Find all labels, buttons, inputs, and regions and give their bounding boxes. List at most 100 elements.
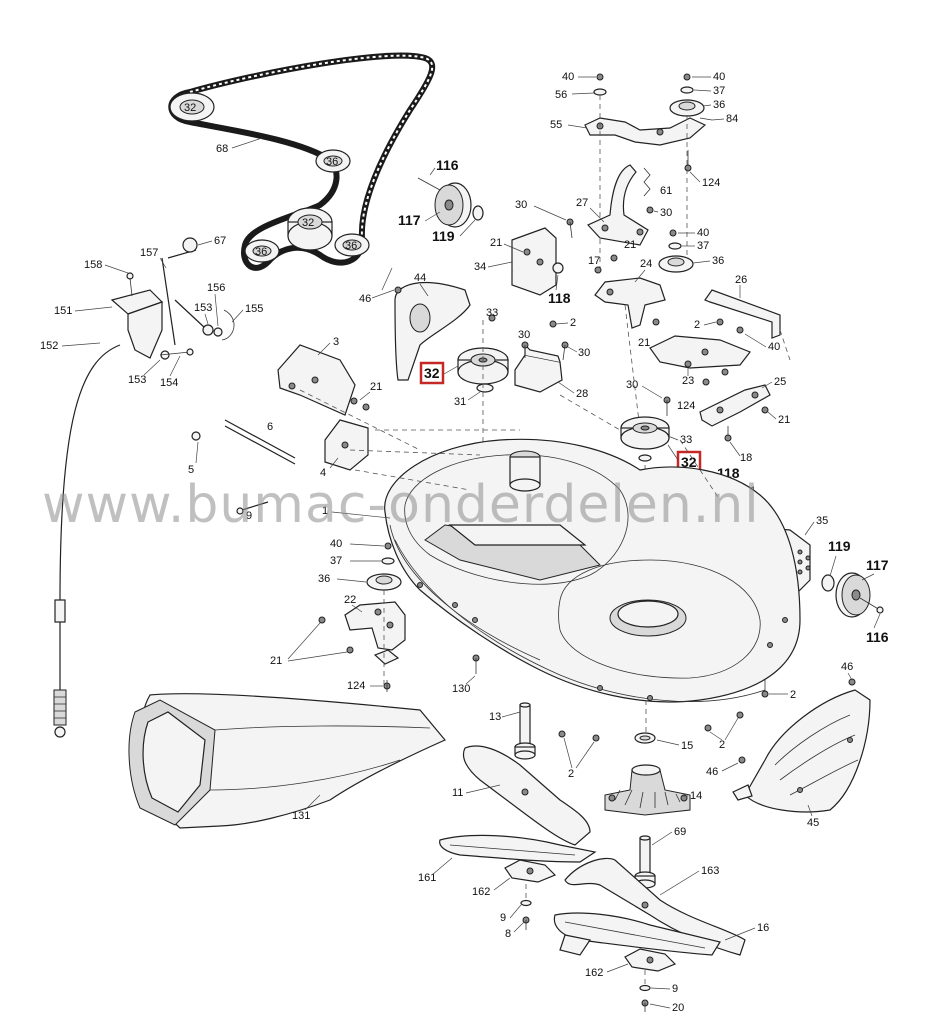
callout-26: 26 xyxy=(735,274,747,286)
belt-pulley-36-bottom xyxy=(334,233,370,257)
callout-11: 11 xyxy=(452,787,463,799)
callout-13: 13 xyxy=(489,711,501,723)
callout-25: 25 xyxy=(774,376,786,388)
callout-36: 36 xyxy=(713,99,725,111)
callout-36: 36 xyxy=(255,246,267,258)
callout-27: 27 xyxy=(576,197,588,209)
callout-30: 30 xyxy=(515,199,527,211)
callout-6: 6 xyxy=(267,421,273,433)
callout-14: 14 xyxy=(690,790,702,802)
callout-45: 45 xyxy=(807,817,819,829)
callout-32: 32 xyxy=(184,102,196,114)
callout-163: 163 xyxy=(701,865,719,877)
callout-124: 124 xyxy=(347,680,365,692)
gauge-wheel-left: 116 117 119 xyxy=(398,157,484,244)
callout-36: 36 xyxy=(712,255,724,267)
blade-163: 163 xyxy=(564,857,746,956)
callout-40: 40 xyxy=(562,71,574,83)
callout-46: 46 xyxy=(706,766,718,778)
spindle-13: 13 xyxy=(489,702,536,760)
callout-35: 35 xyxy=(816,515,828,527)
blade-adapter-162-left: 162 9 8 xyxy=(472,859,557,940)
belt-guard-44: 46 44 xyxy=(359,267,471,381)
callout-124: 124 xyxy=(702,177,720,189)
belt-pulley-32-center xyxy=(287,207,333,251)
blade-16: 16 xyxy=(553,912,769,956)
callout-8: 8 xyxy=(505,928,511,940)
callout-17: 17 xyxy=(588,255,600,267)
callout-37: 37 xyxy=(697,240,709,252)
callout-20: 20 xyxy=(672,1002,684,1014)
callout-162: 162 xyxy=(585,967,603,979)
callout-24: 24 xyxy=(640,258,652,270)
callout-152: 152 xyxy=(40,340,58,352)
callout-2: 2 xyxy=(719,739,725,751)
callout-21: 21 xyxy=(490,237,502,249)
callout-118: 118 xyxy=(548,290,571,306)
callout-33: 33 xyxy=(680,434,692,446)
belt-pulley-36-right xyxy=(315,149,351,173)
callout-1: 1 xyxy=(322,505,328,517)
drive-belt-assembly: 32 36 32 36 36 68 xyxy=(168,52,436,271)
callout-40: 40 xyxy=(697,227,709,239)
belt-pulley-32-top xyxy=(169,92,215,122)
idler-arm-55: 40 56 55 xyxy=(550,71,707,270)
idler-plate-23: 23 25 21 18 xyxy=(649,335,790,464)
callout-30: 30 xyxy=(660,207,672,219)
callout-18: 18 xyxy=(740,452,752,464)
blade-11: 11 xyxy=(452,745,591,846)
blade-adapter-162-right: 162 9 20 xyxy=(585,948,684,1014)
callout-40: 40 xyxy=(330,538,342,550)
idler-pulley-36-top: 40 37 36 84 124 61 xyxy=(643,71,738,260)
callout-2: 2 xyxy=(694,319,700,331)
callout-156: 156 xyxy=(207,282,225,294)
callout-9: 9 xyxy=(672,983,678,995)
callout-16: 16 xyxy=(757,922,769,934)
mount-bracket-3: 3 21 6 5 4 9 xyxy=(188,336,382,522)
callout-55: 55 xyxy=(550,119,562,131)
idler-pulley-32-left: 32 33 31 xyxy=(419,307,509,460)
callout-30: 30 xyxy=(626,379,638,391)
callout-117: 117 xyxy=(398,212,421,228)
callout-56: 56 xyxy=(555,89,567,101)
callout-157: 157 xyxy=(140,247,158,259)
callout-46: 46 xyxy=(359,293,371,305)
callout-61: 61 xyxy=(660,185,672,197)
callout-153: 153 xyxy=(194,302,212,314)
callout-23: 23 xyxy=(682,375,694,387)
callout-162: 162 xyxy=(472,886,490,898)
callout-44: 44 xyxy=(414,272,426,284)
idler-pulley-36-lower: 40 37 36 22 21 124 130 xyxy=(270,538,480,695)
callout-151: 151 xyxy=(54,305,72,317)
callout-69: 69 xyxy=(674,826,686,838)
idler-arm-24: 24 21 xyxy=(594,258,666,431)
callout-21: 21 xyxy=(624,239,636,251)
callout-30: 30 xyxy=(578,347,590,359)
right-side-fasteners: 2 46 xyxy=(761,661,856,701)
callout-9: 9 xyxy=(246,510,252,522)
callout-3: 3 xyxy=(333,336,339,348)
belt-pulley-36-left xyxy=(244,239,280,263)
bearing-15: 15 xyxy=(634,732,693,752)
callout-119: 119 xyxy=(828,538,851,554)
callout-117: 117 xyxy=(866,557,889,573)
cable-152 xyxy=(59,344,121,601)
callout-32-highlighted: 32 xyxy=(424,365,440,381)
blade-161: 161 xyxy=(418,834,597,884)
callout-2: 2 xyxy=(568,768,574,780)
callout-21: 21 xyxy=(638,337,650,349)
callout-124: 124 xyxy=(677,400,695,412)
callout-5: 5 xyxy=(188,464,194,476)
watermark-text: www.bumac-onderdelen.nl xyxy=(42,475,760,535)
callout-158: 158 xyxy=(84,259,102,271)
callout-32-highlighted: 32 xyxy=(681,454,697,470)
discharge-chute-131: 131 xyxy=(128,693,446,829)
callout-67: 67 xyxy=(214,235,226,247)
bracket-27: 30 27 30 21 17 xyxy=(515,164,672,274)
callout-33: 33 xyxy=(486,307,498,319)
callout-130: 130 xyxy=(452,683,470,695)
callout-36: 36 xyxy=(326,156,338,168)
callout-4: 4 xyxy=(320,467,326,479)
